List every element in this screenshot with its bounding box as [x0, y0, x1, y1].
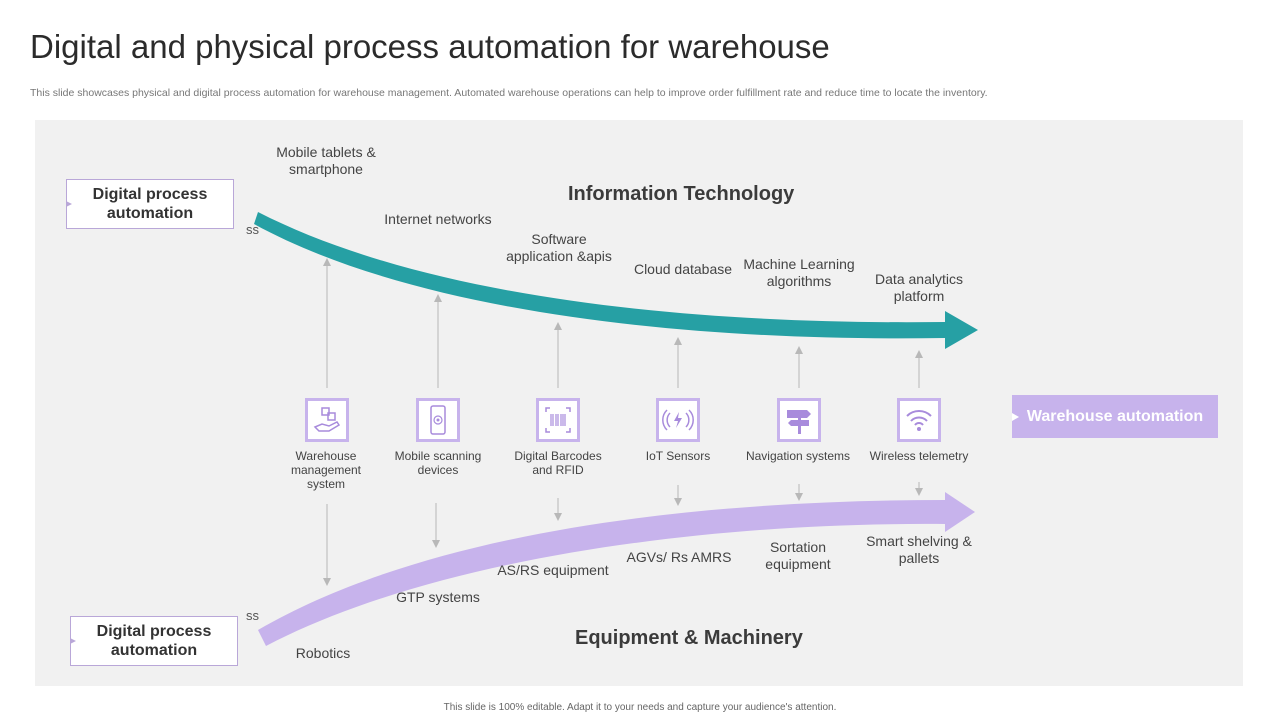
it-label-software-application: Software application &apis	[506, 231, 612, 264]
it-label-mobile-tablets: Mobile tablets & smartphone	[276, 144, 376, 177]
it-label-machine-learning: Machine Learning algorithms	[743, 256, 855, 289]
item-label-navigation-systems: Navigation systems	[745, 449, 851, 463]
box-top-pointer	[66, 201, 72, 207]
equipment-machinery-arrow	[258, 492, 975, 646]
ss-label-bottom: ss	[246, 608, 259, 623]
item-label-wireless-telemetry: Wireless telemetry	[869, 449, 969, 463]
item-label-digital-barcodes: Digital Barcodes and RFID	[514, 449, 602, 477]
information-technology-arrow	[254, 212, 978, 349]
em-label-gtp-systems: GTP systems	[396, 589, 480, 605]
digital-process-automation-box-bottom: Digital process automation	[70, 616, 238, 666]
item-label-mobile-scanning: Mobile scanning devices	[394, 449, 482, 477]
it-label-cloud-database: Cloud database	[633, 261, 733, 277]
heading-equipment-machinery: Equipment & Machinery	[575, 627, 803, 649]
sensor-icon	[656, 398, 700, 442]
warehouse-automation-pointer	[1012, 413, 1019, 421]
warehouse-automation-box: Warehouse automation	[1012, 395, 1218, 438]
em-label-robotics: Robotics	[295, 645, 351, 661]
box-bottom-pointer	[70, 638, 76, 644]
it-label-internet-networks: Internet networks	[384, 211, 492, 227]
digital-process-automation-box-top: Digital process automation	[66, 179, 234, 229]
barcode-icon	[536, 398, 580, 442]
em-label-asrs-equipment: AS/RS equipment	[497, 562, 609, 578]
footer-note: This slide is 100% editable. Adapt it to…	[443, 702, 837, 713]
item-label-warehouse-management: Warehouse management system	[290, 449, 362, 491]
item-label-iot-sensors: IoT Sensors	[645, 449, 711, 463]
em-label-smart-shelving: Smart shelving & pallets	[866, 533, 972, 566]
em-label-sortation-equipment: Sortation equipment	[765, 539, 831, 572]
it-label-data-analytics: Data analytics platform	[875, 271, 963, 304]
hand-boxes-icon	[305, 398, 349, 442]
wifi-icon	[897, 398, 941, 442]
signpost-icon	[777, 398, 821, 442]
page-title: Digital and physical process automation …	[30, 28, 830, 65]
mobile-fingerprint-icon	[416, 398, 460, 442]
em-label-agvs-amrs: AGVs/ Rs AMRS	[626, 549, 732, 565]
heading-information-technology: Information Technology	[568, 183, 795, 205]
page-subtitle: This slide showcases physical and digita…	[30, 87, 988, 99]
ss-label-top: ss	[246, 222, 259, 237]
